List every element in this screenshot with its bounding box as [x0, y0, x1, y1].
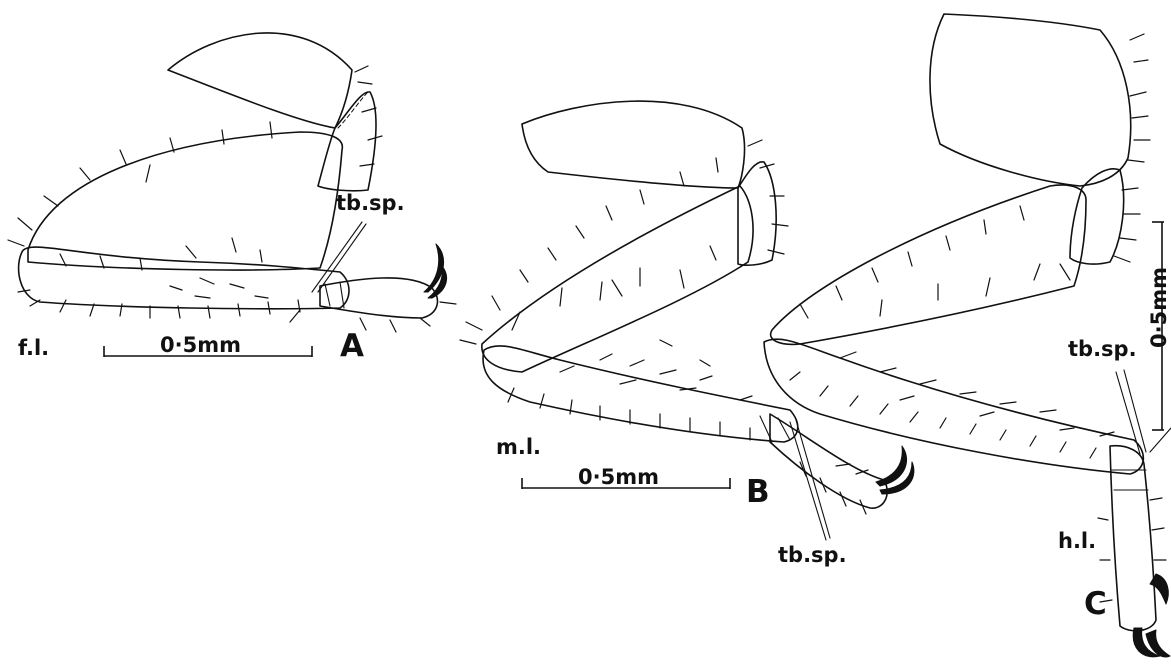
panel-c-scale-label: 0·5mm — [1147, 267, 1171, 348]
panel-c-leg-label: h.l. — [1058, 529, 1096, 553]
fore-leg-tarsus — [320, 278, 437, 318]
panel-c-spine-label: tb.sp. — [1068, 337, 1137, 361]
fore-leg-trochanter — [318, 92, 376, 191]
hind-leg-coxa — [930, 14, 1131, 186]
panel-a-leg-label: f.l. — [18, 336, 49, 360]
panel-b-letter: B — [746, 474, 770, 510]
mid-leg-claw-icon — [876, 446, 907, 486]
panel-a-spine-label: tb.sp. — [336, 191, 405, 215]
panel-c-letter: C — [1084, 586, 1107, 622]
panel-b-spine-label: tb.sp. — [778, 543, 847, 567]
fore-leg-tibia — [19, 247, 349, 309]
mid-leg-femur — [482, 186, 753, 372]
panel-a-fore-leg — [8, 33, 456, 332]
fore-leg-femur — [28, 132, 342, 270]
mid-leg-coxa — [522, 101, 745, 188]
mid-leg-trochanter — [738, 162, 776, 265]
fore-leg-coxa — [168, 33, 352, 128]
mid-leg-tibia — [483, 346, 798, 442]
hind-leg-setae — [790, 34, 1166, 602]
mid-leg-tibial-spur — [790, 422, 826, 540]
panel-a-scale-label: 0·5mm — [160, 333, 241, 357]
panel-a-letter: A — [340, 328, 364, 364]
panel-b-scale-label: 0·5mm — [578, 465, 659, 489]
panel-b-mid-leg — [460, 101, 914, 540]
panel-b-leg-label: m.l. — [496, 435, 541, 459]
hind-leg-femur — [771, 185, 1086, 344]
fore-leg-tibial-spur — [312, 222, 362, 292]
